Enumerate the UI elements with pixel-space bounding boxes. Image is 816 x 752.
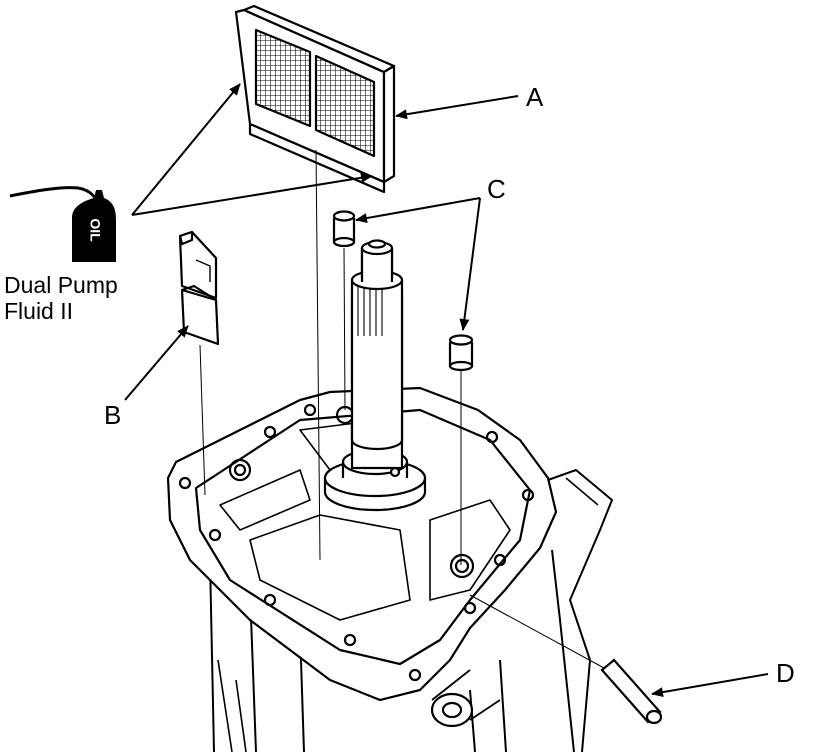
callout-b: B <box>104 400 122 430</box>
part-a-strainer <box>234 4 396 194</box>
leader-arrows <box>124 83 769 698</box>
part-c-dowel-top <box>332 210 356 248</box>
fluid-label-line1: Dual Pump <box>4 272 118 298</box>
part-b-pads <box>178 230 220 346</box>
part-c-dowel-right <box>448 334 474 372</box>
mainshaft <box>323 239 427 512</box>
callout-d: D <box>776 658 795 688</box>
bottle-label: OIL <box>87 218 103 242</box>
part-d-pin <box>600 658 663 725</box>
oil-bottle-icon: OIL <box>9 186 116 262</box>
alignment-lines <box>199 149 605 669</box>
callout-c: C <box>487 174 506 204</box>
fluid-label-line2: Fluid II <box>4 298 74 324</box>
callout-a: A <box>526 82 544 112</box>
